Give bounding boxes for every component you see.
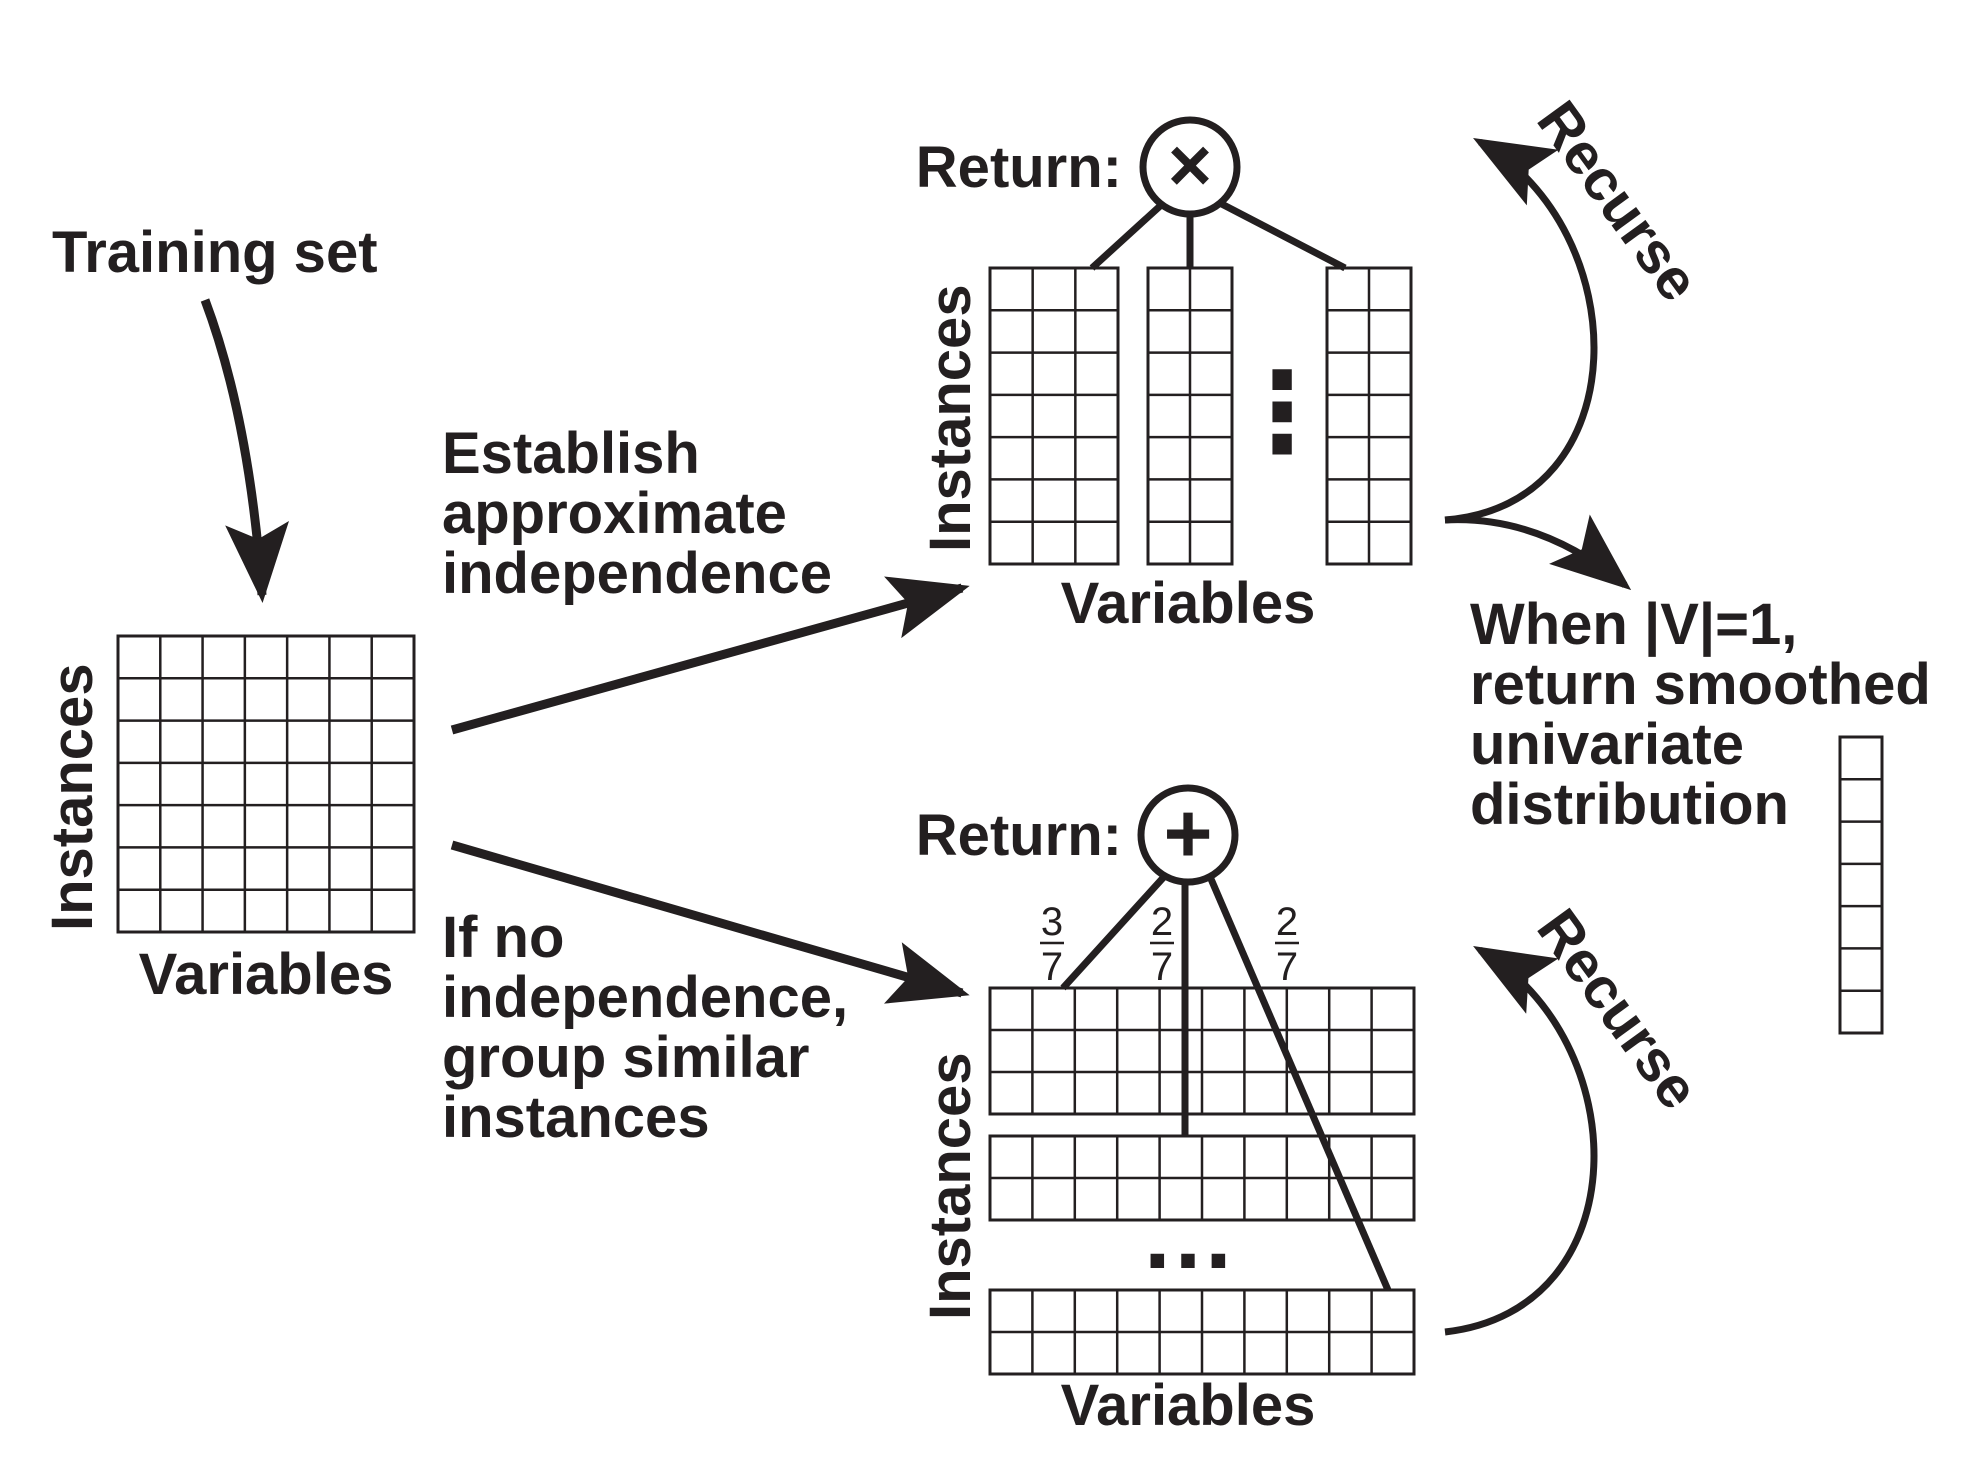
variables-axis-label: Variables xyxy=(1061,571,1316,636)
variables-axis-label: Variables xyxy=(139,942,394,1007)
base-case-caption-line: return smoothed xyxy=(1470,652,1931,717)
weight-numerator: 3 xyxy=(1041,900,1063,944)
recurse-arrow xyxy=(1444,945,1598,1336)
instance-cluster-grid xyxy=(988,986,1416,1116)
variable-subset-grid xyxy=(988,266,1120,566)
variable-subset-grid xyxy=(1146,266,1234,566)
plus-icon: + xyxy=(1163,786,1212,880)
grid-border xyxy=(1325,266,1413,566)
univariate-column-grid xyxy=(1838,735,1884,1035)
clustering-caption-line: instances xyxy=(442,1085,710,1150)
weight-numerator: 2 xyxy=(1151,900,1173,944)
independence-arrow xyxy=(450,576,970,735)
grid-border xyxy=(1838,735,1884,1035)
return-label: Return: xyxy=(916,803,1122,868)
base-case-caption-line: When |V|=1, xyxy=(1470,592,1797,657)
grid-border xyxy=(988,1288,1416,1376)
return-label: Return: xyxy=(916,135,1122,200)
vertical-ellipsis: ⋮ xyxy=(1227,351,1337,474)
instance-cluster-grid xyxy=(988,1288,1416,1376)
clustering-caption-line: independence, xyxy=(442,965,848,1030)
clustering-arrow xyxy=(450,840,970,1004)
recurse-arrow xyxy=(1444,138,1598,524)
independence-caption-line: Establish xyxy=(442,421,700,486)
variables-axis-label: Variables xyxy=(1061,1373,1316,1438)
base-case-caption-line: distribution xyxy=(1470,772,1789,837)
instances-axis-label: Instances xyxy=(918,284,983,552)
clustering-caption-line: group similar xyxy=(442,1025,809,1090)
grid-border xyxy=(988,986,1416,1116)
recurse-label: Recurse xyxy=(1524,897,1711,1120)
independence-caption-line: independence xyxy=(442,541,832,606)
weight-denominator: 7 xyxy=(1041,945,1063,989)
independence-caption-line: approximate xyxy=(442,481,787,546)
variable-subset-grid xyxy=(1325,266,1413,566)
sum-edge xyxy=(1060,865,1175,991)
grid-border xyxy=(988,266,1120,566)
training-set-label: Training set xyxy=(52,220,378,285)
grid-border xyxy=(988,1134,1416,1222)
weight-denominator: 7 xyxy=(1151,945,1173,989)
grid-border xyxy=(116,634,416,934)
weight-denominator: 7 xyxy=(1276,945,1298,989)
base-case-caption-line: univariate xyxy=(1470,712,1744,777)
instances-axis-label: Instances xyxy=(918,1052,983,1320)
product-edge xyxy=(1089,194,1173,271)
product-node xyxy=(1139,116,1241,218)
training-data-grid xyxy=(116,634,416,934)
times-icon: × xyxy=(1168,123,1212,208)
recurse-label: Recurse xyxy=(1524,89,1711,312)
weight-numerator: 2 xyxy=(1276,900,1298,944)
sum-node xyxy=(1137,784,1239,886)
grid-border xyxy=(1146,266,1234,566)
base-case-arrow xyxy=(1444,514,1632,591)
horizontal-ellipsis: … xyxy=(1140,1182,1236,1289)
training-set-arrow xyxy=(200,298,289,603)
instances-axis-label: Instances xyxy=(40,663,105,931)
clustering-caption-line: If no xyxy=(442,905,564,970)
instance-cluster-grid xyxy=(988,1134,1416,1222)
product-edge xyxy=(1212,196,1347,272)
